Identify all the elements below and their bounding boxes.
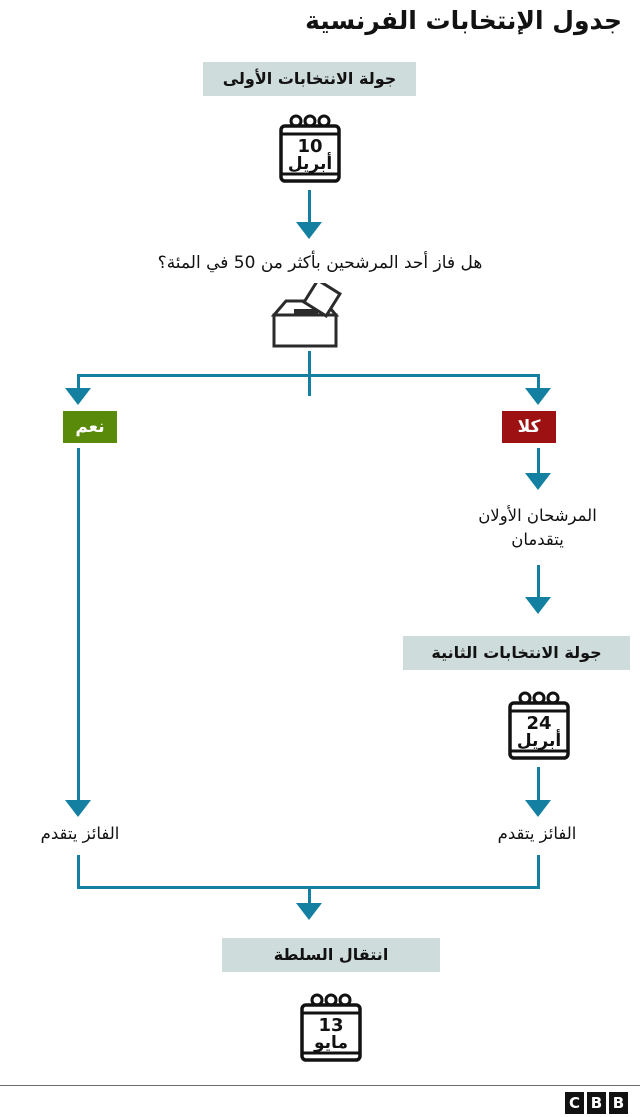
- calendar-icon-first-round: 10 أبريل: [275, 114, 345, 188]
- connector-line: [537, 374, 540, 390]
- connector-line: [308, 351, 311, 396]
- calendar-day: 13: [318, 1015, 344, 1036]
- no-branch-label: كلا: [502, 411, 556, 443]
- connector-line: [77, 374, 80, 390]
- calendar-icon-second-round: 24 أبريل: [504, 691, 574, 765]
- bbc-logo-letter-2: B: [587, 1092, 606, 1114]
- bbc-logo: B B C: [565, 1092, 628, 1114]
- connector-arrow: [65, 800, 91, 817]
- calendar-day: 24: [526, 713, 552, 734]
- connector-line: [537, 565, 540, 600]
- winner-advances-left: الفائز يتقدم: [40, 824, 120, 843]
- majority-question: هل فاز أحد المرشحين بأكثر من 50 في المئة…: [157, 253, 483, 273]
- connector-line: [77, 855, 80, 889]
- yes-branch-label: نعم: [63, 411, 117, 443]
- winner-advances-right: الفائز يتقدم: [497, 824, 577, 843]
- calendar-day: 10: [297, 136, 323, 157]
- connector-line: [308, 886, 311, 906]
- connector-line-yes-branch: [77, 448, 80, 803]
- connector-arrow: [296, 222, 322, 239]
- top-two-advance-line1: المرشحان الأولان: [478, 506, 597, 525]
- calendar-month: أبريل: [516, 731, 562, 751]
- connector-arrow: [525, 800, 551, 817]
- ballot-box-icon: [262, 278, 354, 351]
- connector-arrow: [296, 903, 322, 920]
- connector-arrow-no: [525, 388, 551, 405]
- connector-branch-bar: [77, 374, 540, 377]
- bbc-logo-letter-3: C: [565, 1092, 584, 1114]
- top-two-advance-line2: يتقدمان: [511, 530, 564, 549]
- bbc-logo-letter-1: B: [609, 1092, 628, 1114]
- calendar-icon-transfer: 13 مايو: [296, 993, 366, 1067]
- footer-divider: [0, 1085, 640, 1086]
- connector-line: [308, 190, 311, 224]
- connector-arrow: [525, 473, 551, 490]
- transfer-of-power-label: انتقال السلطة: [222, 938, 440, 972]
- connector-arrow-yes: [65, 388, 91, 405]
- connector-line: [537, 448, 540, 476]
- first-round-label: جولة الانتخابات الأولى: [203, 62, 416, 96]
- page-title: جدول الإنتخابات الفرنسية: [305, 6, 622, 35]
- connector-line: [537, 767, 540, 803]
- calendar-month: أبريل: [287, 154, 333, 174]
- connector-arrow: [525, 597, 551, 614]
- second-round-label: جولة الانتخابات الثانية: [403, 636, 630, 670]
- connector-line: [537, 855, 540, 889]
- calendar-month: مايو: [314, 1033, 348, 1053]
